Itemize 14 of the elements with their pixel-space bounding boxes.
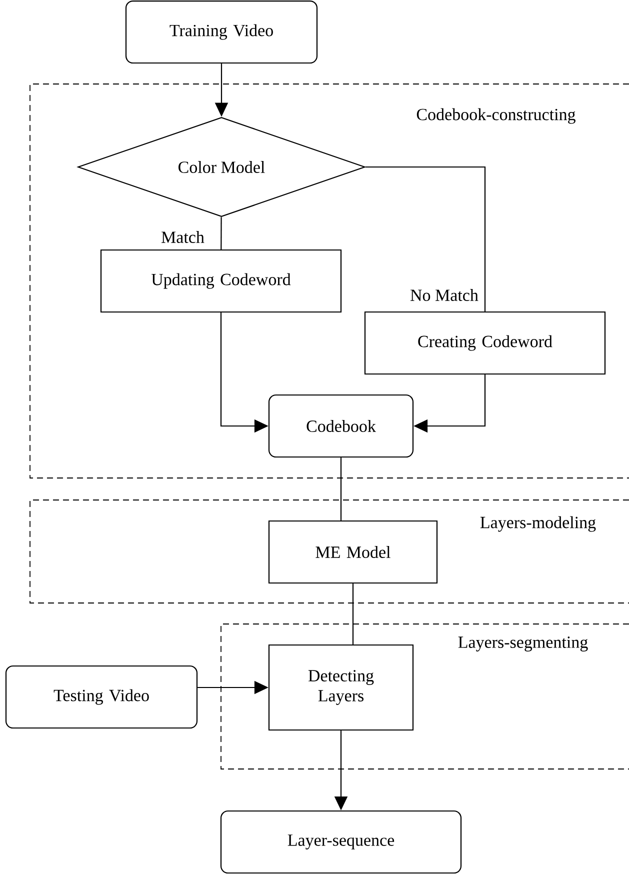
- process-box: Updating Codeword: [100, 249, 342, 313]
- process-box: Detecting Layers: [268, 644, 414, 731]
- terminal-box: Codebook: [268, 394, 414, 458]
- terminal-box: Training Video: [125, 0, 318, 64]
- process-box: ME Model: [268, 520, 438, 584]
- edge-label: Match: [162, 231, 204, 243]
- connector-line: [220, 217, 222, 250]
- process-box: Creating Codeword: [364, 311, 606, 375]
- connector-line: [366, 166, 486, 312]
- terminal-box: Testing Video: [5, 665, 198, 729]
- connector-line: [352, 584, 354, 644]
- connector-line: [340, 458, 342, 520]
- terminal-box: Layer-sequence: [220, 810, 462, 874]
- edge-label: No Match: [410, 289, 478, 301]
